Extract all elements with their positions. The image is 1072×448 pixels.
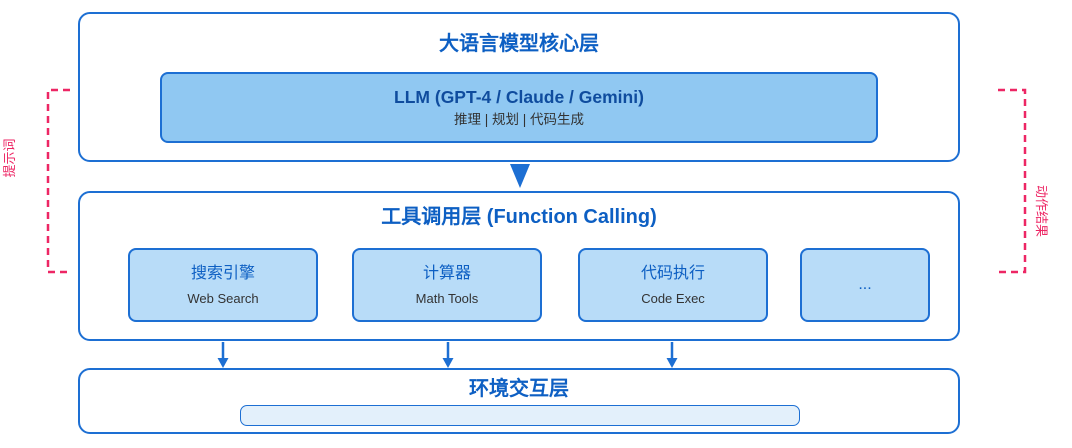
environment-bar: [240, 405, 800, 426]
tool-subtitle: Web Search: [187, 290, 259, 306]
tool-box-ellipsis: ...: [800, 248, 930, 322]
environment-layer-title: 环境交互层: [469, 378, 569, 400]
llm-box-subtitle: 推理 | 规划 | 代码生成: [453, 112, 585, 127]
tool-title: 计算器: [422, 264, 471, 282]
tool-title: ...: [858, 276, 872, 293]
tool-box-code-exec: 代码执行 Code Exec: [578, 248, 768, 322]
tool-title: 代码执行: [640, 264, 705, 282]
tool-box-math-tools: 计算器 Math Tools: [352, 248, 542, 322]
tools-to-env-arrow-icon-2: [442, 342, 454, 368]
tools-to-env-arrow-icon-1: [217, 342, 229, 368]
llm-box: LLM (GPT-4 / Claude / Gemini) 推理 | 规划 | …: [160, 72, 878, 143]
tools-layer-title: 工具调用层 (Function Calling): [381, 206, 657, 228]
tool-subtitle: Math Tools: [415, 290, 479, 306]
tools-to-env-arrow-icon-3: [666, 342, 678, 368]
tool-box-web-search: 搜索引擎 Web Search: [128, 248, 318, 322]
core-to-tools-arrow-icon: [510, 164, 530, 188]
tool-title: 搜索引擎: [190, 264, 255, 282]
action-result-flow-label: 动作结果: [1034, 184, 1049, 237]
core-layer-box: 大语言模型核心层 LLM (GPT-4 / Claude / Gemini) 推…: [78, 12, 960, 162]
prompt-flow-label: 提示词: [2, 138, 17, 178]
environment-layer-box: 环境交互层: [78, 368, 960, 434]
llm-box-title: LLM (GPT-4 / Claude / Gemini): [394, 87, 644, 107]
core-layer-title: 大语言模型核心层: [439, 33, 599, 55]
left-dashed-bracket: [46, 88, 70, 274]
tools-layer-box: 工具调用层 (Function Calling) 搜索引擎 Web Search…: [78, 191, 960, 341]
tool-subtitle: Code Exec: [641, 290, 705, 306]
right-dashed-bracket: [998, 88, 1027, 274]
